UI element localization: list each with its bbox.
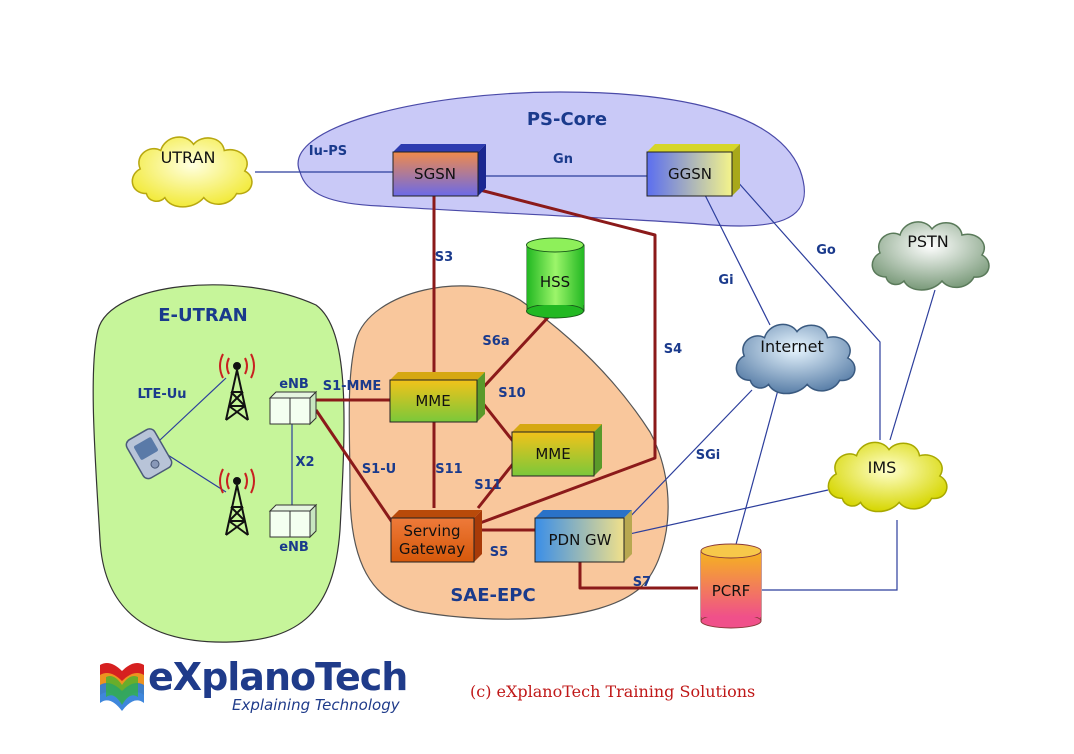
hss-label: HSS xyxy=(540,273,570,291)
link-s11-b xyxy=(476,459,518,509)
pdn-gw-node[interactable]: PDN GW xyxy=(534,510,632,563)
enb-bottom-unit[interactable] xyxy=(268,503,318,539)
mobile-phone-icon xyxy=(125,428,173,480)
iface-s1-mme: S1-MME xyxy=(323,379,382,394)
iface-s4: S4 xyxy=(664,342,682,357)
enb-top-label: eNB xyxy=(279,377,309,392)
iface-s10: S10 xyxy=(498,386,525,401)
internet-label: Internet xyxy=(760,337,824,356)
iface-lte-uu: LTE-Uu xyxy=(137,387,186,402)
serving-gateway-label-1: Serving xyxy=(404,522,461,540)
link-s1-u xyxy=(314,409,394,523)
iface-x2: X2 xyxy=(295,455,314,470)
link-internet-pdngw xyxy=(621,389,753,526)
ggsn-label: GGSN xyxy=(668,165,712,183)
ims-label: IMS xyxy=(868,458,897,477)
iface-s11-b: S11 xyxy=(474,478,501,493)
link-internet-pcrf xyxy=(734,389,779,549)
ims-cloud[interactable]: IMS xyxy=(827,441,948,513)
link-pdngw-ims xyxy=(624,489,829,536)
explanotech-logo-icon xyxy=(100,663,144,711)
link-ggsn-internet xyxy=(704,194,771,326)
iface-s6a: S6a xyxy=(482,334,509,349)
sgsn-label: SGSN xyxy=(414,165,456,183)
link-pstn-ims xyxy=(889,289,936,441)
link-s4-sgsn xyxy=(479,188,657,525)
sae-epc-label: SAE-EPC xyxy=(450,585,535,606)
antenna-tower-icon-bottom xyxy=(219,468,255,536)
iface-s11-a: S11 xyxy=(435,462,462,477)
iface-s1-u: S1-U xyxy=(362,462,396,477)
enb-bottom-label: eNB xyxy=(279,540,309,555)
pstn-cloud[interactable]: PSTN xyxy=(871,221,990,291)
iface-s7: S7 xyxy=(633,575,651,590)
link-s6a xyxy=(476,310,555,395)
iface-go: Go xyxy=(816,243,836,258)
pstn-label: PSTN xyxy=(907,232,949,251)
pcrf-database[interactable]: PCRF xyxy=(700,543,762,629)
enb-top-unit[interactable] xyxy=(268,390,318,426)
pdn-gw-label: PDN GW xyxy=(548,531,611,549)
serving-gateway-node[interactable]: Serving Gateway xyxy=(390,510,482,563)
sgsn-node[interactable]: SGSN xyxy=(392,144,486,197)
iface-s5: S5 xyxy=(490,545,508,560)
company-tagline: Explaining Technology xyxy=(232,696,400,714)
mme-2-label: MME xyxy=(535,445,570,463)
e-utran-label: E-UTRAN xyxy=(158,305,248,326)
mme-1-label: MME xyxy=(415,392,450,410)
iface-gn: Gn xyxy=(553,152,573,167)
link-pcrf-ims xyxy=(762,520,898,591)
internet-cloud[interactable]: Internet xyxy=(735,323,856,395)
iface-s3: S3 xyxy=(435,250,453,265)
utran-label: UTRAN xyxy=(161,148,216,167)
link-lte-uu-top xyxy=(159,377,227,441)
mme-node-2[interactable]: MME xyxy=(511,424,602,477)
iface-gi: Gi xyxy=(718,273,733,288)
e-utran-region xyxy=(92,284,345,643)
iface-iu-ps: Iu-PS xyxy=(309,144,347,159)
hss-database[interactable]: HSS xyxy=(526,237,585,319)
link-ggsn-ims xyxy=(735,179,881,440)
mme-node-1[interactable]: MME xyxy=(389,372,485,423)
pcrf-label: PCRF xyxy=(712,582,751,600)
utran-cloud[interactable]: UTRAN xyxy=(131,136,253,208)
link-s7 xyxy=(578,560,698,590)
company-name: eXplanoTech xyxy=(148,655,408,699)
antenna-tower-icon-top xyxy=(219,353,255,421)
copyright-text: (c) eXplanoTech Training Solutions xyxy=(470,682,756,701)
ps-core-label: PS-Core xyxy=(527,109,607,130)
link-lte-uu-bottom xyxy=(159,449,227,493)
iface-sgi: SGi xyxy=(696,448,721,463)
ggsn-node[interactable]: GGSN xyxy=(646,144,740,197)
serving-gateway-label-2: Gateway xyxy=(399,540,465,558)
